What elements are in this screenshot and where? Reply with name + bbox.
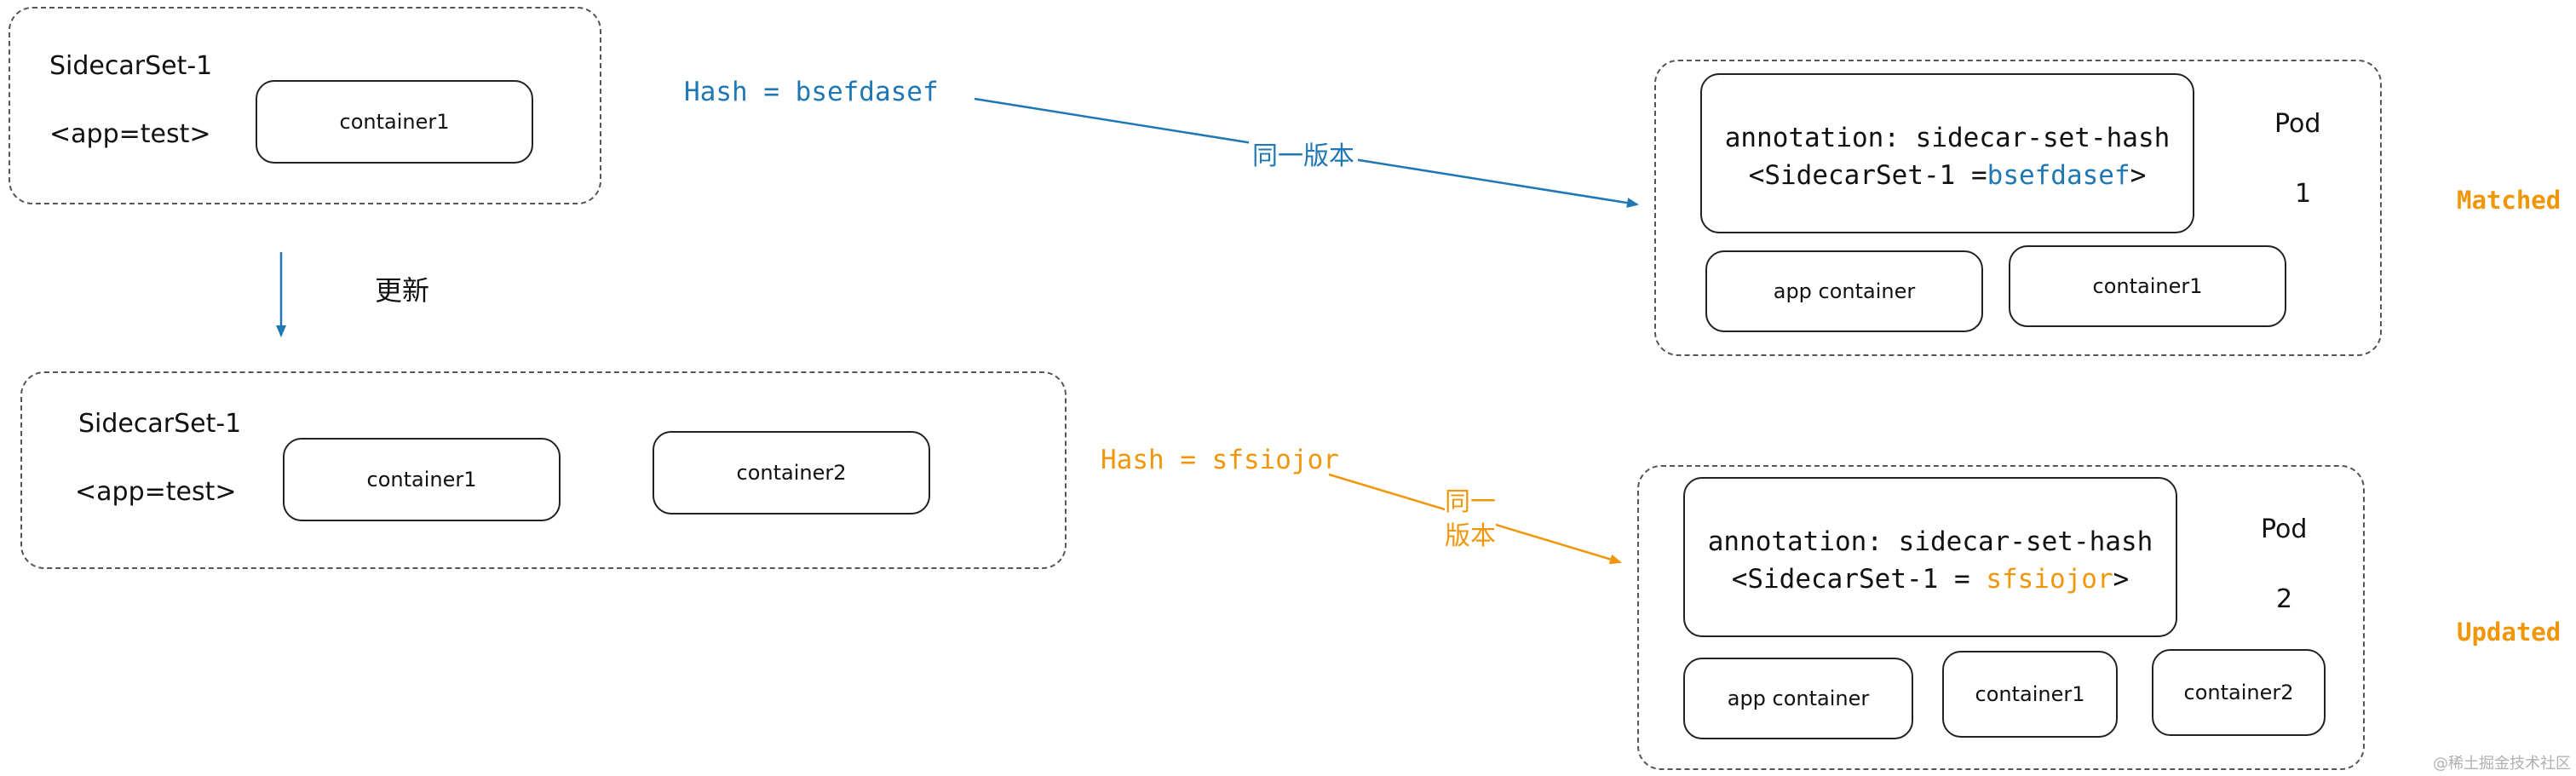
pod1-annotation-prefix: <SidecarSet-1 = (1748, 160, 1987, 191)
sidecarset-old-selector: <app=test> (49, 119, 211, 149)
pod1-annotation-line1: annotation: sidecar-set-hash (1724, 123, 2171, 153)
pod2-container1: container1 (1942, 651, 2118, 738)
pod1-container1: container1 (2009, 245, 2286, 327)
hash-new-label: Hash = sfsiojor (1101, 445, 1339, 475)
pod1-status: Matched (2457, 186, 2562, 215)
pod2-group (1637, 465, 2365, 770)
pod1-label: Pod (2274, 109, 2321, 139)
pod2-container2: container2 (2152, 649, 2326, 736)
pod1-number: 1 (2295, 179, 2312, 209)
pod1-app-container: app container (1705, 250, 1983, 332)
pod1-annotation-box (1700, 73, 2194, 233)
update-label: 更新 (375, 274, 430, 307)
pod2-annotation-hash: sfsiojor (1986, 564, 2113, 595)
pod2-number: 2 (2276, 584, 2293, 614)
edge-label-same-version-2-line2: 版本 (1445, 521, 1496, 551)
sidecarset-old-name: SidecarSet-1 (49, 51, 213, 81)
pod2-annotation-line1: annotation: sidecar-set-hash (1707, 526, 2153, 557)
sidecarset-new-container1: container1 (283, 438, 561, 521)
pod2-annotation-line2: <SidecarSet-1 = sfsiojor> (1683, 560, 2177, 598)
sidecarset-new-selector: <app=test> (75, 477, 237, 507)
pod2-annotation-suffix: > (2113, 564, 2130, 595)
pod1-annotation: annotation: sidecar-set-hash <SidecarSet… (1700, 119, 2194, 194)
sidecarset-new-container2: container2 (653, 431, 930, 514)
hash-old-label: Hash = bsefdasef (684, 77, 939, 107)
hash-old-prefix: Hash = (684, 77, 796, 107)
pod2-annotation: annotation: sidecar-set-hash <SidecarSet… (1683, 523, 2177, 598)
sidecarset-old-group (9, 7, 601, 204)
sidecarset-new-name: SidecarSet-1 (78, 409, 242, 439)
edge-label-same-version-1: 同一版本 (1249, 135, 1358, 172)
hash-new-value: sfsiojor (1211, 445, 1339, 475)
pod2-label: Pod (2261, 514, 2308, 544)
hash-old-value: bsefdasef (795, 77, 939, 107)
hash-new-prefix: Hash = (1101, 445, 1212, 475)
pod1-group (1654, 60, 2382, 356)
watermark: @稀土掘金技术社区 (2433, 755, 2571, 773)
sidecarset-new-group (20, 371, 1067, 569)
pod2-annotation-box (1683, 477, 2177, 637)
edge-label-same-version-2-line1: 同一 (1445, 487, 1496, 517)
pod2-annotation-prefix: <SidecarSet-1 = (1731, 564, 1987, 595)
pod1-annotation-suffix: > (2130, 160, 2147, 191)
pod1-annotation-hash: bsefdasef (1987, 160, 2130, 191)
pod2-app-container: app container (1683, 658, 1913, 739)
sidecarset-old-container1: container1 (256, 80, 533, 164)
pod2-status: Updated (2457, 618, 2562, 647)
pod1-annotation-line2: <SidecarSet-1 =bsefdasef> (1700, 157, 2194, 194)
edge-label-same-version-2: 同一 版本 (1445, 486, 1496, 554)
